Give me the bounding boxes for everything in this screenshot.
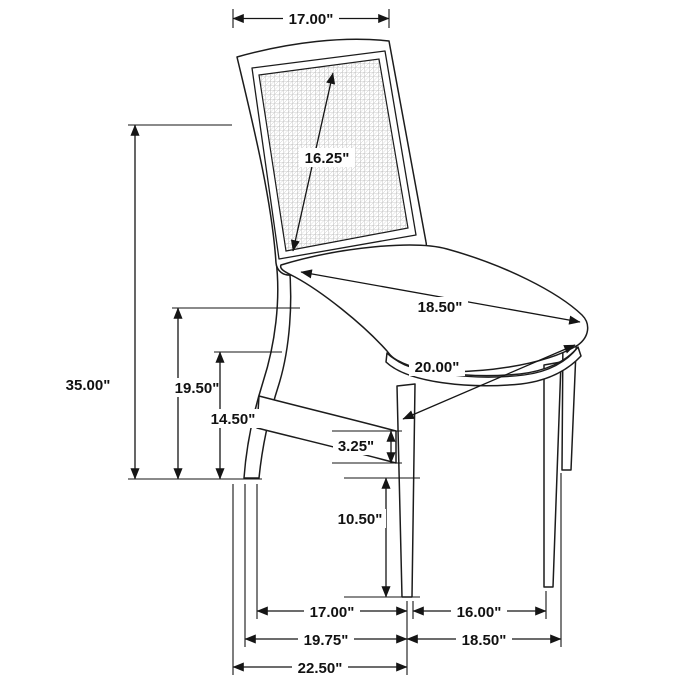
dim-front-leg-span: 16.00" <box>412 602 547 621</box>
dim-stretcher-thickness: 3.25" <box>332 430 402 464</box>
dim-seat-height-label: 19.50" <box>175 380 220 397</box>
dim-backrest-diagonal: 16.25" <box>290 72 355 252</box>
dimension-annotations: 17.00" 16.25" 35.00" 19.50" 14.50" <box>60 9 581 677</box>
dim-back-leg-height-label-bg <box>205 409 261 428</box>
dim-leg-span-side-label-bg <box>304 602 360 621</box>
dim-front-leg-label: 10.50" <box>338 511 383 528</box>
dim-leg-span-side-label: 17.00" <box>310 604 355 621</box>
dim-base-depth-label: 19.75" <box>304 632 349 649</box>
dim-seat-height: 19.50" <box>169 307 300 480</box>
back-left-leg <box>243 259 292 479</box>
front-right-leg <box>543 361 562 588</box>
dim-backrest-diagonal-label-bg <box>299 148 355 167</box>
dim-overall-depth-label: 22.50" <box>298 660 343 677</box>
dim-stretcher-label: 3.25" <box>338 438 374 455</box>
backrest-inner-frame <box>251 50 417 260</box>
dim-top-width-label: 17.00" <box>289 11 334 28</box>
dim-leg-span-side: 17.00" <box>256 602 408 621</box>
dim-overall-depth-label-bg <box>292 658 348 677</box>
dim-overall-height-label: 35.00" <box>66 377 111 394</box>
dim-front-leg-label-bg <box>334 509 386 528</box>
dim-stretcher-label-bg <box>333 437 379 455</box>
dim-seat-width-diagonal: 20.00" <box>402 344 576 420</box>
dim-seat-depth-label: 18.50" <box>418 299 463 316</box>
dim-base-depth-label-bg <box>298 630 354 649</box>
front-left-leg <box>396 383 416 598</box>
dim-seat-width-label: 20.00" <box>415 359 460 376</box>
dim-base-width: 18.50" <box>406 630 562 649</box>
dim-front-leg-height: 10.50" <box>334 477 420 598</box>
dim-base-width-label: 18.50" <box>462 632 507 649</box>
dim-overall-height-label-bg <box>60 375 116 394</box>
dim-seat-width-label-bg <box>409 357 465 376</box>
dim-front-leg-span-label: 16.00" <box>457 604 502 621</box>
dim-seat-depth-diagonal: 18.50" <box>300 269 581 325</box>
dim-overall-height-extensions <box>128 124 262 480</box>
dim-base-depth: 19.75" <box>244 630 408 649</box>
dim-back-leg-height-label: 14.50" <box>211 411 256 428</box>
dim-base-width-label-bg <box>456 630 512 649</box>
dim-backrest-diagonal-label: 16.25" <box>305 150 350 167</box>
dim-top-width-label-bg <box>283 9 339 28</box>
chair-drawing <box>236 38 589 598</box>
dim-seat-height-label-bg <box>169 378 225 397</box>
dim-front-leg-span-label-bg <box>451 602 507 621</box>
dim-overall-height: 35.00" <box>60 124 262 480</box>
dim-overall-depth: 22.50" <box>232 658 408 677</box>
dim-back-leg-height: 14.50" <box>205 351 282 480</box>
dim-seat-depth-label-bg <box>412 297 468 316</box>
dim-top-width: 17.00" <box>232 9 390 28</box>
